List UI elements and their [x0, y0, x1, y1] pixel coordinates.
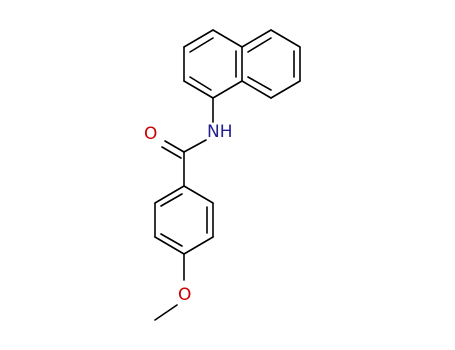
- bond: [189, 76, 212, 91]
- carbonyl-oxygen-label: O: [144, 124, 157, 144]
- bond: [164, 140, 185, 153]
- bond: [183, 29, 214, 48]
- bond: [160, 233, 183, 247]
- bond: [154, 236, 185, 255]
- bond: [270, 29, 301, 48]
- bond: [183, 80, 214, 99]
- bond: [161, 146, 182, 159]
- bond: [212, 80, 243, 99]
- nitrogen-label: NH: [207, 122, 233, 142]
- bond: [247, 76, 272, 91]
- bond: [183, 236, 214, 255]
- bond: [154, 185, 185, 204]
- bond: [212, 29, 243, 48]
- bond: [183, 185, 214, 204]
- bond: [247, 37, 272, 53]
- methoxy-oxygen-label: O: [178, 285, 191, 305]
- bond: [154, 304, 178, 321]
- bond: [270, 80, 301, 99]
- bond: [183, 139, 207, 153]
- bond: [241, 29, 272, 48]
- bond: [160, 193, 183, 207]
- bond: [241, 80, 272, 99]
- bond: [189, 37, 214, 53]
